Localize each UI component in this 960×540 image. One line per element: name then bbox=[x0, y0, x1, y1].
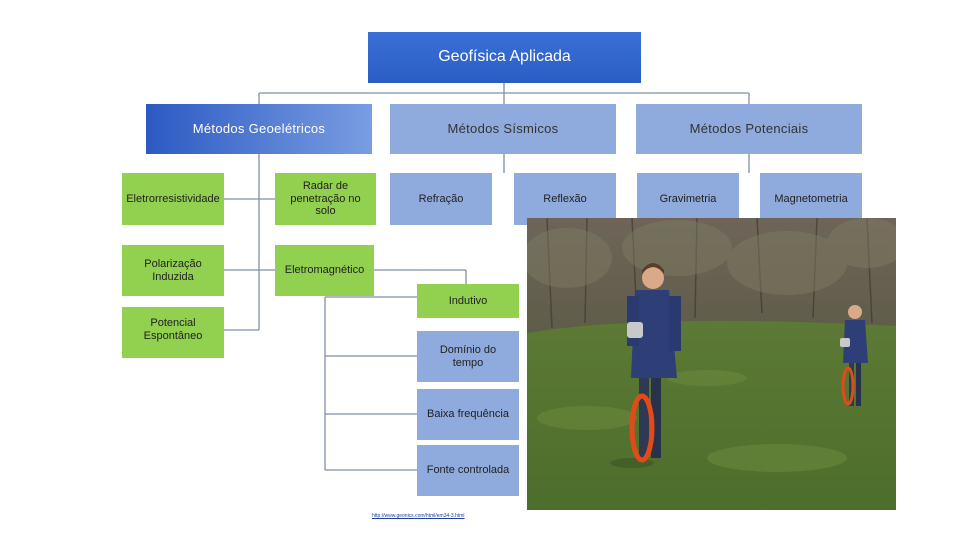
method-inductive: Indutivo bbox=[417, 284, 519, 318]
category-seismic: Métodos Sísmicos bbox=[390, 104, 616, 154]
method-resistivity: Eletrorresistividade bbox=[122, 173, 224, 225]
method-gravimetry-label: Gravimetria bbox=[659, 192, 717, 205]
method-low-frequency-label: Baixa frequência bbox=[427, 408, 509, 421]
method-magnetometry: Magnetometria bbox=[760, 173, 862, 225]
method-gpr: Radar de penetração no solo bbox=[275, 173, 376, 225]
main-title-box: Geofísica Aplicada bbox=[368, 32, 641, 83]
method-gravimetry: Gravimetria bbox=[637, 173, 739, 225]
category-geoelectric: Métodos Geoelétricos bbox=[146, 104, 372, 154]
method-refraction-label: Refração bbox=[418, 192, 464, 205]
source-link[interactable]: http://www.geonics.com/html/em34-3.html bbox=[372, 513, 465, 519]
method-time-domain-label: Domínio do tempo bbox=[439, 343, 497, 369]
category-seismic-label: Métodos Sísmicos bbox=[447, 120, 559, 136]
method-induced-polarization-label: Polarização Induzida bbox=[144, 257, 202, 283]
method-electromagnetic: Eletromagnético bbox=[275, 245, 374, 296]
method-refraction: Refração bbox=[390, 173, 492, 225]
main-title: Geofísica Aplicada bbox=[438, 48, 571, 66]
method-resistivity-label: Eletrorresistividade bbox=[126, 192, 220, 205]
method-reflection: Reflexão bbox=[514, 173, 616, 225]
method-low-frequency: Baixa frequência bbox=[417, 389, 519, 440]
method-time-domain: Domínio do tempo bbox=[417, 331, 519, 382]
method-spontaneous-potential: Potencial Espontâneo bbox=[122, 307, 224, 358]
method-electromagnetic-label: Eletromagnético bbox=[284, 264, 365, 277]
method-induced-polarization: Polarização Induzida bbox=[122, 245, 224, 296]
method-controlled-source: Fonte controlada bbox=[417, 445, 519, 496]
category-geoelectric-label: Métodos Geoelétricos bbox=[192, 120, 326, 136]
method-magnetometry-label: Magnetometria bbox=[774, 192, 848, 205]
category-potential: Métodos Potenciais bbox=[636, 104, 862, 154]
method-reflection-label: Reflexão bbox=[543, 192, 587, 205]
field-survey-photo bbox=[527, 218, 896, 510]
method-controlled-source-label: Fonte controlada bbox=[426, 464, 510, 477]
method-inductive-label: Indutivo bbox=[448, 294, 488, 307]
method-spontaneous-potential-label: Potencial Espontâneo bbox=[143, 317, 203, 342]
method-gpr-label: Radar de penetração no solo bbox=[290, 180, 361, 218]
category-potential-label: Métodos Potenciais bbox=[689, 120, 809, 136]
